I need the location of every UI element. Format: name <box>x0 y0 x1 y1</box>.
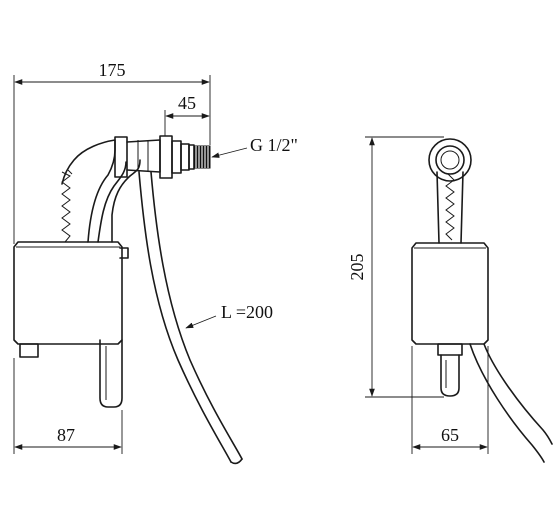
side-clip <box>119 247 129 259</box>
hose-length-label: L =200 <box>221 302 273 322</box>
front-stem <box>437 343 463 397</box>
dimension-45: 45 <box>164 93 210 136</box>
front-float-box <box>411 242 489 345</box>
dimension-87-label: 87 <box>57 425 75 445</box>
front-hose <box>469 343 553 463</box>
thread-callout: G 1/2" <box>211 135 298 158</box>
bead-chain-front <box>445 173 455 241</box>
float-stem <box>99 339 123 408</box>
valve-arm <box>61 139 141 243</box>
dimension-175: 175 <box>13 60 211 244</box>
dimension-65: 65 <box>411 346 489 454</box>
valve-head <box>114 135 195 179</box>
front-view <box>411 138 553 463</box>
thread-label: G 1/2" <box>250 135 298 155</box>
side-view <box>13 135 243 465</box>
float-box <box>13 241 123 345</box>
float-bottom-nub <box>19 343 39 358</box>
hose-length-callout: L =200 <box>185 302 273 329</box>
dimension-45-label: 45 <box>178 93 196 113</box>
front-head <box>428 138 472 244</box>
dimension-65-label: 65 <box>441 425 459 445</box>
dimension-205-label: 205 <box>347 254 367 281</box>
threaded-inlet <box>193 145 211 169</box>
dimension-205: 205 <box>347 136 444 398</box>
dimension-175-label: 175 <box>99 60 126 80</box>
flexible-hose <box>138 171 243 465</box>
dimension-87: 87 <box>13 358 123 454</box>
